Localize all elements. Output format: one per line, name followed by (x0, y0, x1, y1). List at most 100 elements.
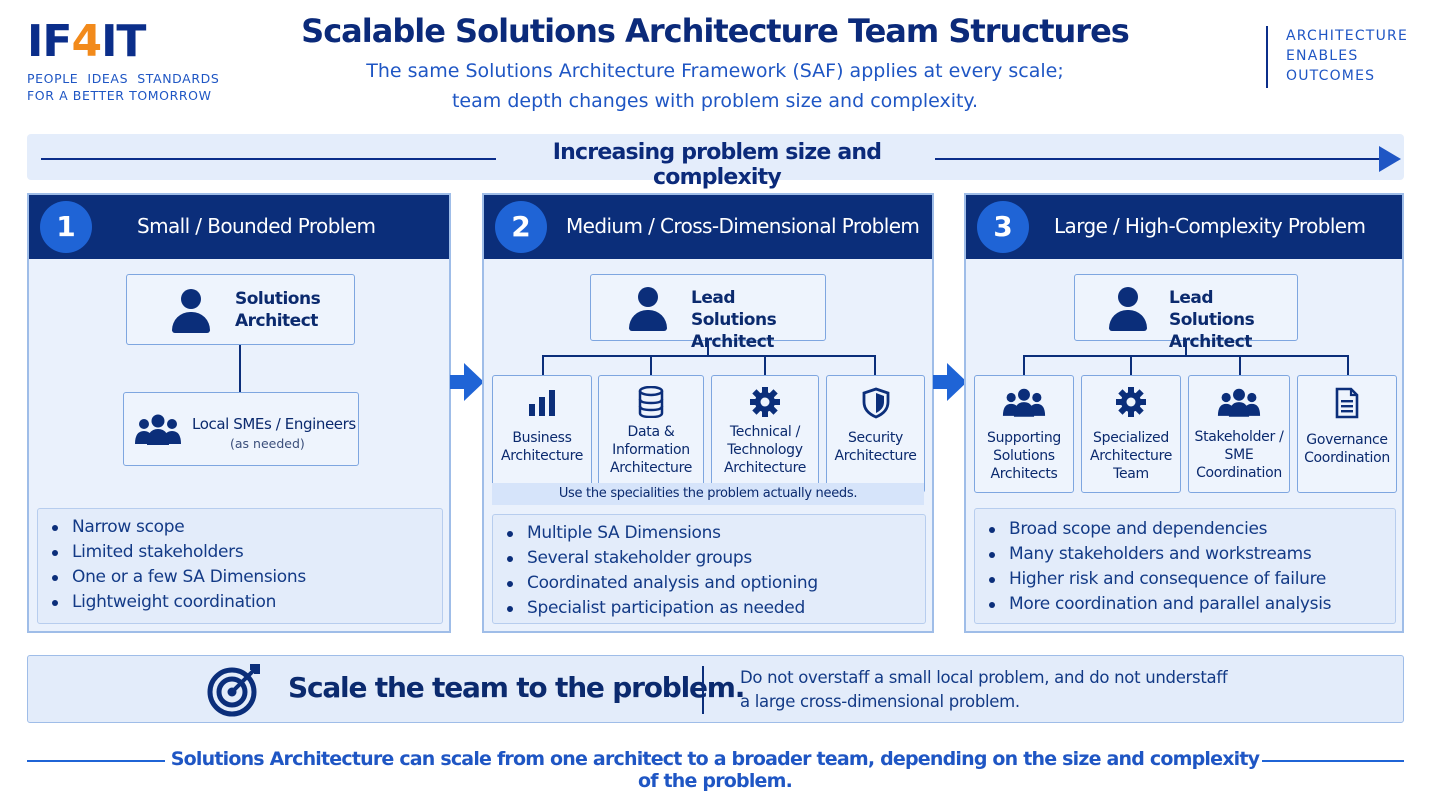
specialty-line: Technical / (729, 424, 801, 440)
panel-small: 1 Small / Bounded Problem Solutions Arch… (27, 193, 451, 633)
lead-architect-box: Solutions Architect (126, 274, 355, 345)
target-icon (207, 664, 260, 717)
bullet-item: Many stakeholders and workstreams (975, 542, 1395, 567)
specialty-line: Architects (990, 466, 1058, 482)
lead-architect-label: Solutions Architect (235, 288, 321, 332)
corner-line2: ENABLES (1286, 48, 1359, 64)
footer-statement: Solutions Architecture can scale from on… (170, 748, 1260, 792)
logo-tagline-line1: PEOPLE IDEAS STANDARDS (27, 71, 220, 86)
person-icon (629, 287, 667, 331)
lead-architect-box: Lead Solutions Architect (1074, 274, 1298, 352)
bullet-item: Narrow scope (38, 515, 442, 540)
bullet-item: One or a few SA Dimensions (38, 565, 442, 590)
specialty-line: Specialized (1093, 430, 1169, 446)
scale-desc-line1: Do not overstaff a small local problem, … (740, 668, 1228, 687)
lead-architect-label: Lead Solutions Architect (691, 287, 825, 353)
document-icon (1335, 387, 1359, 419)
logo-tagline: PEOPLE IDEAS STANDARDS FOR A BETTER TOMO… (27, 70, 219, 104)
specialty-line: Security (847, 430, 904, 446)
specialty-line: Stakeholder / (1194, 429, 1284, 445)
connector-line (874, 355, 876, 375)
panel-medium: 2 Medium / Cross-Dimensional Problem Lea… (482, 193, 934, 633)
lead-label-line1: Lead Solutions (691, 288, 777, 330)
specialty-line: Coordination (1304, 450, 1390, 466)
band-label: Increasing problem size and complexity (552, 140, 882, 190)
logo-tagline-line2: FOR A BETTER TOMORROW (27, 88, 212, 103)
bullets-large: Broad scope and dependencies Many stakeh… (974, 508, 1396, 624)
shield-icon (862, 387, 889, 419)
bar-chart-icon (529, 390, 555, 416)
local-smes-box: Local SMEs / Engineers (as needed) (123, 392, 359, 466)
connector-line (542, 355, 544, 375)
connector-line (542, 355, 876, 357)
lead-label-line2: Architect (691, 332, 774, 352)
scale-callout: Scale the team to the problem. Do not ov… (27, 655, 1404, 723)
panel-header: 3 Large / High-Complexity Problem (966, 195, 1402, 259)
bullet-item: Higher risk and consequence of failure (975, 567, 1395, 592)
specialty-line: Architecture (723, 460, 807, 476)
scale-desc-line2: a large cross-dimensional problem. (740, 692, 1020, 711)
specialty-line: Coordination (1196, 465, 1282, 481)
lead-label-line2: Architect (1169, 332, 1252, 352)
corner-tagline: ARCHITECTURE ENABLES OUTCOMES (1266, 26, 1408, 88)
lead-label-line1: Lead Solutions (1169, 288, 1255, 330)
logo-mark-if: IF (27, 16, 72, 67)
connector-line (1185, 341, 1187, 355)
connector-line (1023, 355, 1349, 357)
local-smes-label: Local SMEs / Engineers (192, 415, 356, 433)
connector-line (1347, 355, 1349, 375)
band-line-right (935, 158, 1385, 160)
panel-title: Large / High-Complexity Problem (1054, 214, 1366, 238)
subtitle-line2: team depth changes with problem size and… (451, 90, 979, 112)
local-smes-note: (as needed) (230, 436, 305, 451)
specialty-line: Technology (727, 442, 803, 458)
flow-arrow-icon (450, 363, 484, 401)
bullet-item: Specialist participation as needed (493, 596, 925, 621)
specialty-line: Supporting (987, 430, 1061, 446)
team-icon (1002, 388, 1046, 417)
specialty-line: Architecture (500, 448, 584, 464)
lead-label-line2: Architect (235, 311, 318, 331)
specialty-line: Data & (627, 424, 675, 440)
specialty-line: Information (612, 442, 690, 458)
bullet-item: Multiple SA Dimensions (493, 521, 925, 546)
bullets-small: Narrow scope Limited stakeholders One or… (37, 508, 443, 624)
logo-mark-it: IT (101, 16, 146, 67)
lead-label-line1: Solutions (235, 289, 321, 309)
corner-line3: OUTCOMES (1286, 68, 1376, 84)
bullet-item: Limited stakeholders (38, 540, 442, 565)
person-icon (172, 289, 210, 333)
specialty-label: Stakeholder / SME Coordination (1191, 428, 1287, 482)
specialty-line: Governance (1306, 432, 1388, 448)
flow-arrow-icon (933, 363, 967, 401)
lead-architect-label: Lead Solutions Architect (1169, 287, 1297, 353)
panel-title: Small / Bounded Problem (137, 214, 376, 238)
connector-line (239, 345, 241, 392)
footer-rule-right (1262, 760, 1404, 762)
bullet-item: Broad scope and dependencies (975, 517, 1395, 542)
specialty-line: Architecture (609, 460, 693, 476)
specialty-line: SME (1224, 447, 1254, 463)
connector-line (1023, 355, 1025, 375)
scale-divider (702, 666, 704, 714)
panel-title: Medium / Cross-Dimensional Problem (566, 214, 920, 238)
panel-number: 3 (977, 201, 1029, 253)
specialty-line: Team (1113, 466, 1149, 482)
page-title: Scalable Solutions Architecture Team Str… (301, 12, 1130, 50)
subtitle-line1: The same Solutions Architecture Framewor… (366, 60, 1064, 82)
connector-line (1239, 355, 1241, 375)
bullets-medium: Multiple SA Dimensions Several stakehold… (492, 514, 926, 624)
team-icon (1217, 388, 1261, 417)
gear-icon (750, 387, 780, 417)
footer-rule-left (27, 760, 165, 762)
